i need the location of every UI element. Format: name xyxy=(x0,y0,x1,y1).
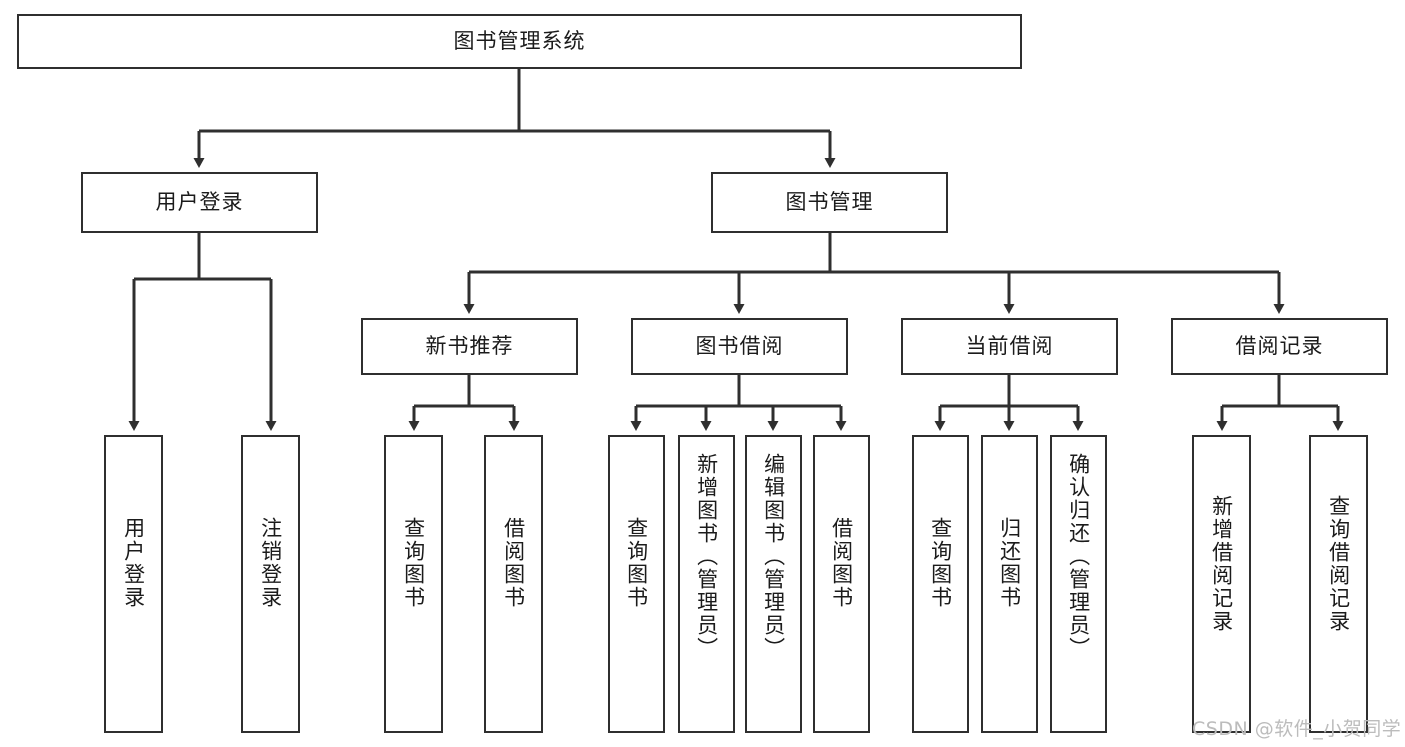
leaf-label: 归还图书 xyxy=(997,517,1022,609)
leaf-label: 查询图书 xyxy=(624,517,649,609)
node-current-borrow[interactable]: 当前借阅 xyxy=(901,318,1118,375)
node-book-management[interactable]: 图书管理 xyxy=(711,172,948,233)
leaf-label: 借阅图书 xyxy=(501,517,526,609)
node-root-label: 图书管理系统 xyxy=(453,29,586,53)
leaf-book-borrow-query[interactable]: 查询图书 xyxy=(608,435,665,733)
node-new-book-recommend[interactable]: 新书推荐 xyxy=(361,318,578,375)
node-user-login-label: 用户登录 xyxy=(155,190,244,214)
node-borrow-record[interactable]: 借阅记录 xyxy=(1171,318,1388,375)
leaf-book-borrow-borrow[interactable]: 借阅图书 xyxy=(813,435,870,733)
node-root[interactable]: 图书管理系统 xyxy=(17,14,1022,69)
watermark: CSDN @软件_小贺同学 xyxy=(1192,718,1402,740)
node-current-borrow-label: 当前借阅 xyxy=(965,334,1054,358)
leaf-label: 查询借阅记录 xyxy=(1326,495,1351,633)
leaf-label: 注销登录 xyxy=(258,517,283,609)
leaf-label: 用户登录 xyxy=(121,517,146,609)
leaf-user-login-logout[interactable]: 注销登录 xyxy=(241,435,300,733)
node-book-borrow[interactable]: 图书借阅 xyxy=(631,318,848,375)
node-book-borrow-label: 图书借阅 xyxy=(695,334,784,358)
leaf-book-borrow-add[interactable]: 新增图书（管理员） xyxy=(678,435,735,733)
leaf-borrow-record-query[interactable]: 查询借阅记录 xyxy=(1309,435,1368,733)
node-new-book-recommend-label: 新书推荐 xyxy=(425,334,514,358)
leaf-current-borrow-confirm[interactable]: 确认归还（管理员） xyxy=(1050,435,1107,733)
leaf-current-borrow-return[interactable]: 归还图书 xyxy=(981,435,1038,733)
leaf-label: 查询图书 xyxy=(928,517,953,609)
leaf-new-book-borrow[interactable]: 借阅图书 xyxy=(484,435,543,733)
leaf-current-borrow-query[interactable]: 查询图书 xyxy=(912,435,969,733)
node-book-management-label: 图书管理 xyxy=(785,190,874,214)
node-user-login[interactable]: 用户登录 xyxy=(81,172,318,233)
leaf-label: 确认归还（管理员） xyxy=(1066,453,1091,660)
leaf-label: 查询图书 xyxy=(401,517,426,609)
leaf-label: 编辑图书（管理员） xyxy=(761,453,786,660)
node-borrow-record-label: 借阅记录 xyxy=(1235,334,1324,358)
leaf-label: 新增图书（管理员） xyxy=(694,453,719,660)
leaf-label: 新增借阅记录 xyxy=(1209,495,1234,633)
leaf-new-book-query[interactable]: 查询图书 xyxy=(384,435,443,733)
leaf-label: 借阅图书 xyxy=(829,517,854,609)
leaf-book-borrow-edit[interactable]: 编辑图书（管理员） xyxy=(745,435,802,733)
leaf-borrow-record-add[interactable]: 新增借阅记录 xyxy=(1192,435,1251,733)
leaf-user-login-login[interactable]: 用户登录 xyxy=(104,435,163,733)
